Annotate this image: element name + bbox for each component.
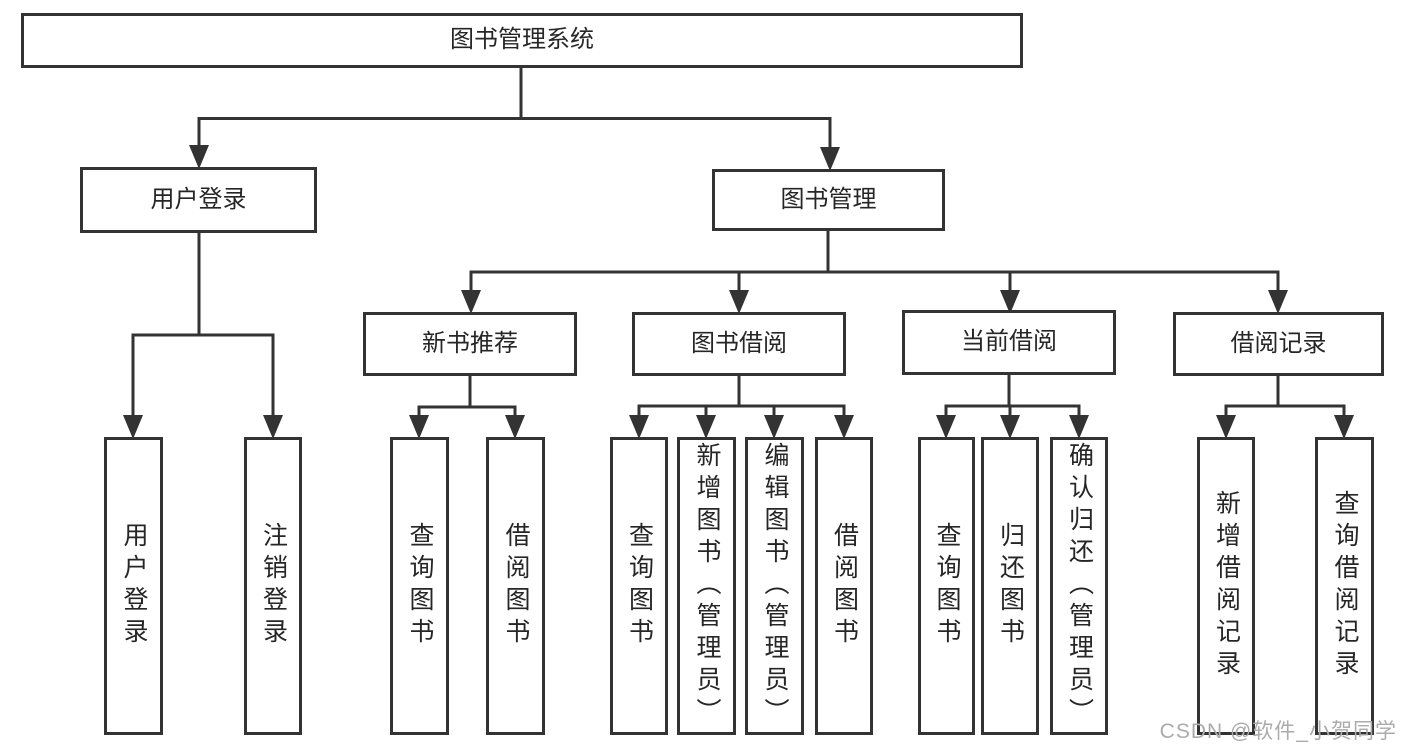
leaf-add-borrow-record-label: 新增借阅记录 <box>1212 490 1241 682</box>
node-book-management: 图书管理 <box>712 169 945 231</box>
node-user-login: 用户登录 <box>80 167 317 233</box>
leaf-logout-label: 注销登录 <box>259 522 288 650</box>
leaf-query-borrow-record-label: 查询借阅记录 <box>1331 490 1359 682</box>
leaf-query-books-recommend: 查询图书 <box>390 437 449 735</box>
leaf-edit-books-admin-label: 编辑图书（管理员） <box>761 442 789 730</box>
leaf-query-books-recommend-label: 查询图书 <box>406 522 434 650</box>
leaf-logout: 注销登录 <box>244 437 302 735</box>
leaf-add-borrow-record: 新增借阅记录 <box>1197 437 1255 735</box>
leaf-user-login-label: 用户登录 <box>120 522 148 650</box>
leaf-return-books-label: 归还图书 <box>996 522 1025 650</box>
leaf-borrow-books-label: 借阅图书 <box>830 522 859 650</box>
csdn-watermark: CSDN @软件_小贺同学 <box>1159 720 1397 743</box>
leaf-add-books-admin-label: 新增图书（管理员） <box>693 442 721 730</box>
leaf-query-books-borrowing-label: 查询图书 <box>625 522 654 650</box>
leaf-borrow-books: 借阅图书 <box>815 437 873 735</box>
leaf-query-books-current-label: 查询图书 <box>933 522 961 650</box>
leaf-query-books-current: 查询图书 <box>918 437 975 735</box>
leaf-edit-books-admin: 编辑图书（管理员） <box>745 437 804 735</box>
leaf-user-login: 用户登录 <box>104 437 163 735</box>
leaf-borrow-books-recommend: 借阅图书 <box>486 437 545 735</box>
node-current-borrowing: 当前借阅 <box>902 310 1116 375</box>
node-library-management-system: 图书管理系统 <box>21 13 1023 68</box>
leaf-query-books-borrowing: 查询图书 <box>610 437 668 735</box>
leaf-confirm-return-admin: 确认归还（管理员） <box>1050 437 1108 735</box>
leaf-borrow-books-recommend-label: 借阅图书 <box>502 522 530 650</box>
node-new-book-recommendation: 新书推荐 <box>363 312 577 376</box>
node-book-borrowing: 图书借阅 <box>632 312 846 376</box>
leaf-add-books-admin: 新增图书（管理员） <box>677 437 736 735</box>
leaf-query-borrow-record: 查询借阅记录 <box>1315 437 1374 735</box>
leaf-return-books: 归还图书 <box>981 437 1039 735</box>
node-borrowing-records: 借阅记录 <box>1173 312 1384 376</box>
leaf-confirm-return-admin-label: 确认归还（管理员） <box>1065 442 1094 730</box>
